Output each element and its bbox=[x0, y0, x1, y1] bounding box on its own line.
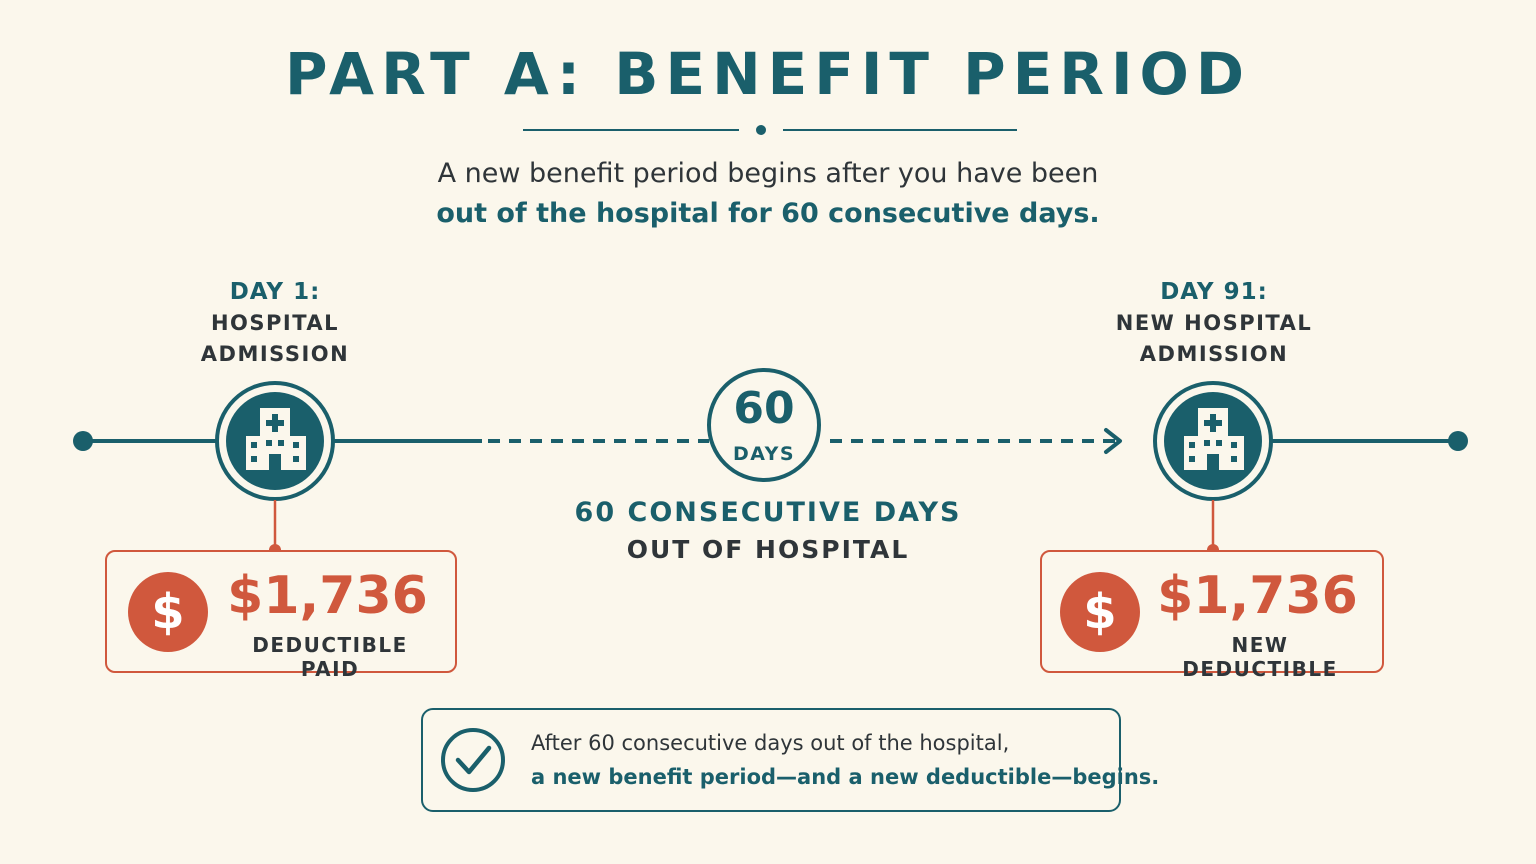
days-badge-number: 60 bbox=[733, 383, 795, 434]
start-cost-amount: $1,736 bbox=[227, 566, 428, 626]
timeline-end-dot bbox=[1448, 431, 1468, 451]
timeline-arrow-icon bbox=[1104, 428, 1122, 454]
end-cost-caption: NEW DEDUCTIBLE bbox=[1182, 633, 1338, 681]
gap-caption-line2: OUT OF HOSPITAL bbox=[626, 535, 910, 564]
title-divider-left bbox=[523, 129, 739, 131]
days-badge-circle bbox=[707, 368, 821, 482]
hospital-icon-start bbox=[215, 381, 335, 501]
summary-line1: After 60 consecutive days out of the hos… bbox=[531, 731, 1010, 755]
end-desc-line1: NEW HOSPITAL bbox=[1115, 311, 1313, 335]
start-cost-caption: DEDUCTIBLE PAID bbox=[252, 633, 408, 681]
dollar-icon: $ bbox=[128, 572, 208, 652]
title-divider-dot bbox=[756, 125, 766, 135]
end-desc-line2: ADMISSION bbox=[1139, 342, 1289, 366]
timeline-start-dot bbox=[73, 431, 93, 451]
days-badge-label: DAYS bbox=[732, 443, 796, 465]
end-event-label: DAY 91: NEW HOSPITAL ADMISSION bbox=[1064, 277, 1364, 370]
dollar-icon: $ bbox=[1060, 572, 1140, 652]
checkmark-icon bbox=[441, 728, 505, 792]
summary-line2: a new benefit period—and a new deductibl… bbox=[531, 765, 1160, 789]
hospital-icon-end bbox=[1153, 381, 1273, 501]
summary-card bbox=[421, 708, 1121, 812]
start-day-label: DAY 1: bbox=[229, 279, 321, 305]
end-cost-amount: $1,736 bbox=[1157, 566, 1358, 626]
intro-highlight: out of the hospital for 60 consecutive d… bbox=[436, 198, 1100, 229]
intro-text: A new benefit period begins after you ha… bbox=[437, 158, 1099, 189]
page-title: PART A: BENEFIT PERIOD bbox=[285, 40, 1251, 108]
start-desc-line2: ADMISSION bbox=[200, 342, 350, 366]
start-event-label: DAY 1: HOSPITAL ADMISSION bbox=[125, 277, 425, 370]
gap-caption-line1: 60 CONSECUTIVE DAYS bbox=[574, 497, 962, 528]
title-divider-right bbox=[783, 129, 1017, 131]
start-desc-line1: HOSPITAL bbox=[210, 311, 340, 335]
end-day-label: DAY 91: bbox=[1160, 279, 1268, 305]
